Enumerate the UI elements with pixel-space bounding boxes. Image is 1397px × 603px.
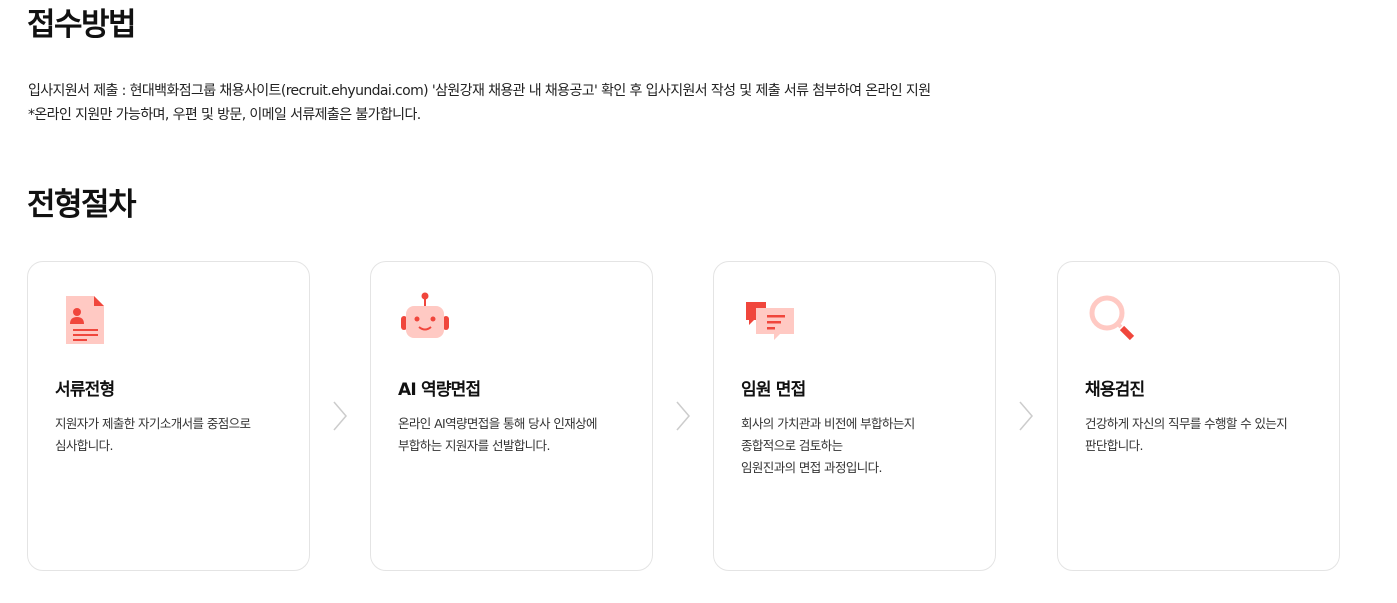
step-desc-line: 판단합니다. xyxy=(1085,438,1143,453)
step-desc-line: 심사합니다. xyxy=(55,438,113,453)
chat-bubbles-icon xyxy=(740,290,796,346)
method-line-note: *온라인 지원만 가능하며, 우편 및 방문, 이메일 서류제출은 불가합니다. xyxy=(28,107,421,123)
step-card-medical-checkup: 채용검진 건강하게 자신의 직무를 수행할 수 있는지 판단합니다. xyxy=(1057,261,1340,571)
step-card-document-screening: 서류전형 지원자가 제출한 자기소개서를 중점으로 심사합니다. xyxy=(27,261,310,571)
chevron-right-icon xyxy=(675,400,691,432)
step-card-ai-interview: AI 역량면접 온라인 AI역량면접을 통해 당사 인재상에 부합하는 지원자를… xyxy=(370,261,653,571)
magnifier-icon xyxy=(1084,290,1140,346)
chevron-right-icon xyxy=(1018,400,1034,432)
step-title: AI 역량면접 xyxy=(398,380,481,400)
robot-icon xyxy=(397,290,453,346)
step-title: 임원 면접 xyxy=(741,380,806,400)
step-desc-line: 부합하는 지원자를 선발합니다. xyxy=(398,438,550,453)
method-body: 입사지원서 제출 : 현대백화점그룹 채용사이트(recruit.ehyunda… xyxy=(28,79,1368,127)
method-line-submission: 입사지원서 제출 : 현대백화점그룹 채용사이트(recruit.ehyunda… xyxy=(28,83,931,99)
step-desc-line: 임원진과의 면접 과정입니다. xyxy=(741,460,883,475)
process-steps: 서류전형 지원자가 제출한 자기소개서를 중점으로 심사합니다. AI 역량면접… xyxy=(27,261,1340,571)
step-card-executive-interview: 임원 면접 회사의 가치관과 비전에 부합하는지 종합적으로 검토하는 임원진과… xyxy=(713,261,996,571)
step-description: 회사의 가치관과 비전에 부합하는지 종합적으로 검토하는 임원진과의 면접 과… xyxy=(741,413,915,479)
step-description: 온라인 AI역량면접을 통해 당사 인재상에 부합하는 지원자를 선발합니다. xyxy=(398,413,598,457)
step-desc-line: 건강하게 자신의 직무를 수행할 수 있는지 xyxy=(1085,416,1288,431)
step-desc-line: 지원자가 제출한 자기소개서를 중점으로 xyxy=(55,416,251,431)
step-desc-line: 종합적으로 검토하는 xyxy=(741,438,843,453)
process-title: 전형절차 xyxy=(27,187,137,223)
step-desc-line: 온라인 AI역량면접을 통해 당사 인재상에 xyxy=(398,416,598,431)
step-desc-line: 회사의 가치관과 비전에 부합하는지 xyxy=(741,416,915,431)
document-profile-icon xyxy=(54,290,110,346)
step-description: 건강하게 자신의 직무를 수행할 수 있는지 판단합니다. xyxy=(1085,413,1288,457)
step-title: 채용검진 xyxy=(1085,380,1145,400)
step-title: 서류전형 xyxy=(55,380,115,400)
chevron-right-icon xyxy=(332,400,348,432)
step-description: 지원자가 제출한 자기소개서를 중점으로 심사합니다. xyxy=(55,413,251,457)
method-title: 접수방법 xyxy=(27,7,137,43)
